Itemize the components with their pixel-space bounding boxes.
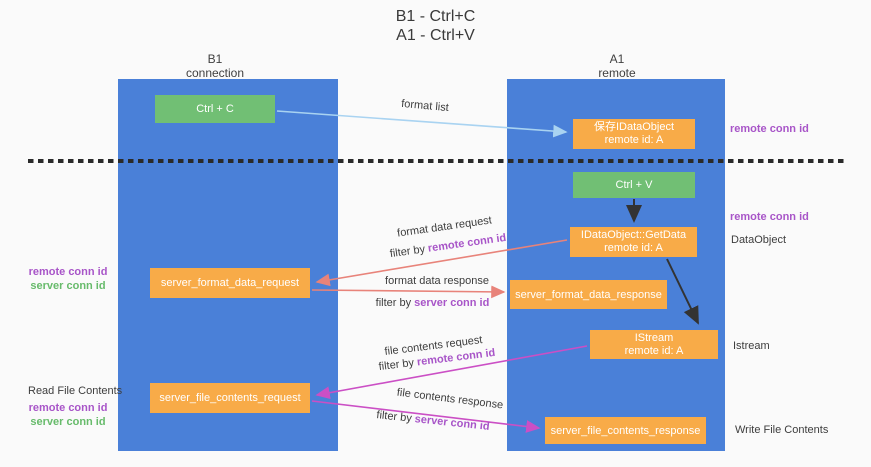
node-server-file-contents-response-label: server_file_contents_response: [550, 424, 701, 437]
left-column-header: B1 connection: [150, 52, 280, 80]
node-server-format-data-request: server_format_data_request: [150, 268, 310, 298]
node-istream: IStream remote id: A: [590, 330, 718, 359]
edge-label-format-data-response: format data response: [385, 275, 489, 287]
edge-label-file-contents-response: file contents response: [396, 386, 504, 412]
annotation-write-file-contents: Write File Contents: [735, 424, 829, 436]
annotation-server-conn-id-left-mid: server conn id: [30, 280, 106, 292]
left-column-name: B1: [207, 52, 223, 66]
node-server-file-contents-response: server_file_contents_response: [545, 417, 706, 444]
node-istream-line2: remote id: A: [624, 344, 684, 357]
annotation-remote-conn-id-left-mid: remote conn id: [28, 266, 108, 278]
node-ctrl-v: Ctrl + V: [573, 172, 695, 198]
node-idataobject-getdata: IDataObject::GetData remote id: A: [570, 227, 697, 257]
filter-prefix: filter by: [375, 409, 413, 425]
node-istream-line1: IStream: [634, 331, 674, 344]
node-getdata-line1: IDataObject::GetData: [580, 229, 687, 241]
left-column-subtitle: connection: [185, 66, 245, 80]
annotation-read-file-contents: Read File Contents: [28, 385, 123, 397]
node-save-dataobject-line2: remote id: A: [604, 134, 664, 146]
node-server-format-data-request-label: server_format_data_request: [160, 277, 300, 289]
arrow-format-data-response: [311, 285, 506, 299]
annotation-conn-ids-bottom: remote conn id server conn id: [18, 401, 118, 429]
annotation-server-conn-id-left-bottom: server conn id: [30, 416, 106, 428]
node-save-dataobject-line1: 保存IDataObject: [593, 121, 675, 133]
right-column-name: A1: [609, 52, 625, 66]
node-ctrl-c: Ctrl + C: [155, 95, 275, 123]
node-getdata-line2: remote id: A: [604, 242, 663, 254]
node-server-file-contents-request-label: server_file_contents_request: [159, 392, 301, 404]
filter-value-remote-conn-id: remote conn id: [427, 231, 507, 255]
diagram-title-line1: B1 - Ctrl+C: [395, 8, 476, 25]
node-server-format-data-response-label: server_format_data_response: [515, 288, 662, 301]
node-server-file-contents-request: server_file_contents_request: [150, 383, 310, 413]
edge-label-format-list: format list: [400, 97, 450, 115]
node-ctrl-c-label: Ctrl + C: [196, 103, 234, 115]
diagram-title-line2: A1 - Ctrl+V: [396, 27, 475, 44]
annotation-conn-ids-mid: remote conn id server conn id: [18, 265, 118, 293]
annotation-remote-conn-id-top: remote conn id: [730, 123, 809, 135]
right-column-header: A1 remote: [552, 52, 682, 80]
annotation-remote-conn-id-left-bottom: remote conn id: [28, 402, 108, 414]
right-column-subtitle: remote: [598, 66, 636, 80]
node-ctrl-v-label: Ctrl + V: [615, 179, 653, 191]
diagram-title: B1 - Ctrl+C A1 - Ctrl+V: [0, 7, 871, 45]
filter-prefix: filter by: [389, 243, 426, 261]
filter-prefix: filter by: [375, 297, 412, 309]
annotation-istream: Istream: [733, 340, 770, 352]
node-server-format-data-response: server_format_data_response: [510, 280, 667, 309]
filter-value-server-conn-id: server conn id: [414, 297, 490, 309]
filter-prefix: filter by: [378, 356, 415, 374]
annotation-remote-conn-id-mid: remote conn id: [730, 211, 809, 223]
filter-value-server-conn-id: server conn id: [414, 413, 491, 433]
node-save-dataobject: 保存IDataObject remote id: A: [573, 119, 695, 149]
annotation-dataobject: DataObject: [731, 234, 787, 246]
